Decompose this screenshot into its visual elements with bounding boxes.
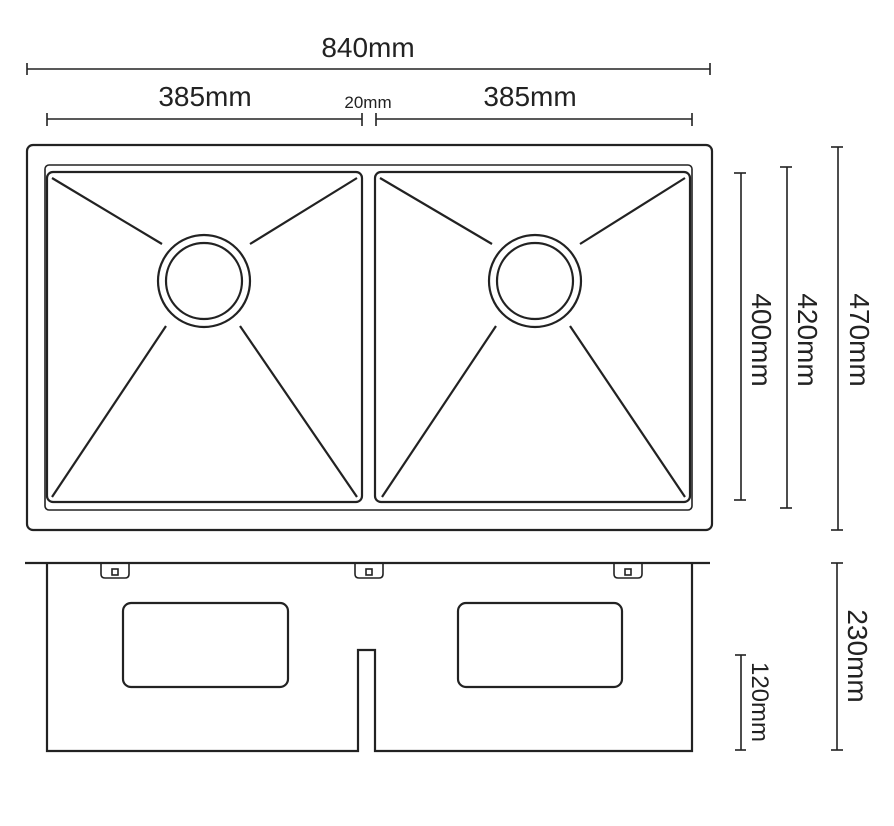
mounting-clip — [354, 564, 384, 579]
mounting-clip — [613, 564, 643, 579]
right-bowl-width-label: 385mm — [483, 81, 576, 112]
inner-length-label: 420mm — [792, 293, 823, 386]
mounting-clip — [100, 564, 130, 579]
overall-length-label: 470mm — [844, 293, 875, 386]
overall-width-dimension: 840mm — [26, 32, 711, 75]
left-bowl — [45, 170, 364, 504]
bowl-length-dimension: 400mm — [734, 172, 777, 501]
divider-width-label: 20mm — [344, 93, 391, 112]
bowl-width-dimensions: 385mm 20mm 385mm — [46, 81, 693, 126]
overall-length-dimension: 470mm — [831, 146, 875, 531]
overall-depth-label: 230mm — [842, 609, 873, 702]
overall-width-label: 840mm — [321, 32, 414, 63]
bowl-length-label: 400mm — [746, 293, 777, 386]
left-bowl-width-label: 385mm — [158, 81, 251, 112]
inner-length-dimension: 420mm — [780, 166, 823, 509]
sink-top-view — [25, 143, 714, 532]
right-bowl — [373, 170, 692, 504]
sink-side-view — [25, 561, 710, 753]
side-height-dimension: 120mm — [735, 654, 773, 751]
overall-depth-dimension: 230mm — [831, 562, 873, 751]
side-height-label: 120mm — [746, 662, 773, 742]
